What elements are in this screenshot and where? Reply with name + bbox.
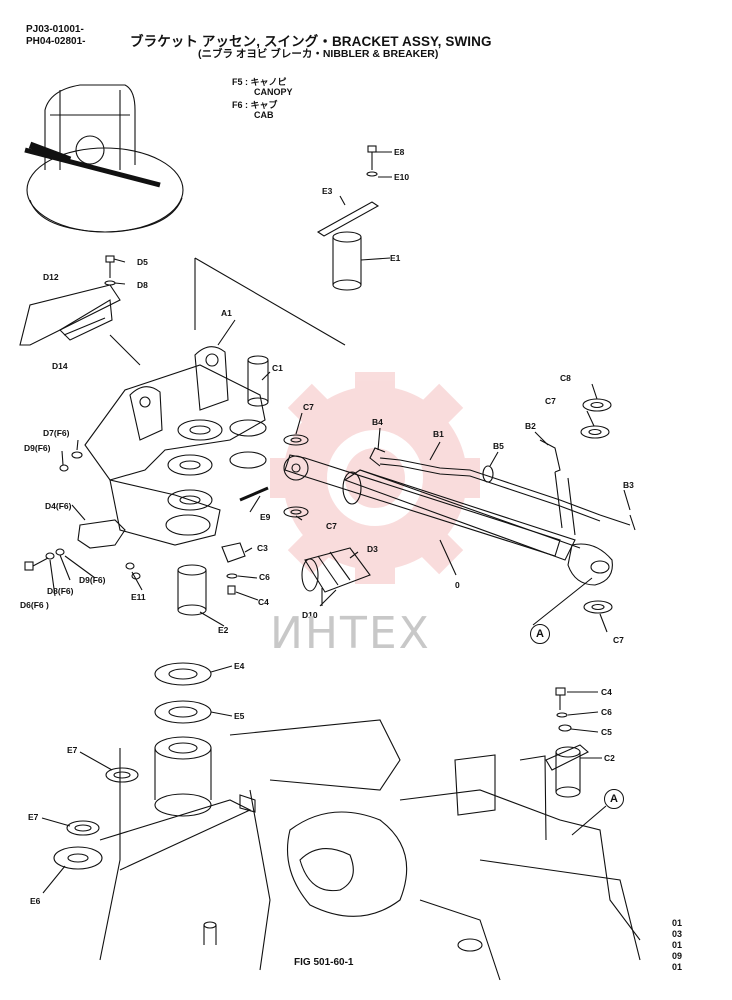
part-label: D12 [43,272,59,282]
part-label: B1 [433,429,444,439]
part-label: B3 [623,480,634,490]
part-label: C7 [303,402,314,412]
part-label: D5 [137,257,148,267]
part-label: E3 [322,186,333,196]
upper-frame [53,662,641,981]
part-label: D8 [137,280,148,290]
part-label: A1 [221,308,232,318]
corner-codes: 01 03 01 09 01 [672,918,682,973]
corner-code: 01 [672,962,683,972]
corner-code: 03 [672,929,683,939]
part-label: E6 [30,896,41,906]
part-label: E10 [394,172,410,182]
legend-key: F5 : [232,77,249,87]
callout-a: A [530,624,550,644]
part-label: E2 [218,625,229,635]
corner-code: 01 [672,918,683,928]
callout-a: A [604,789,624,809]
corner-code: 09 [672,951,683,961]
part-label: C1 [272,363,283,373]
part-label: C3 [257,543,268,553]
legend-en: CANOPY [254,87,293,97]
part-label: E8 [394,147,405,157]
watermark-text: ИНТЕХ [270,608,431,659]
part-label: E7 [67,745,78,755]
part-label: C6 [259,572,270,582]
part-label: E5 [234,711,245,721]
part-label: D4(F6) [45,501,72,511]
swing-bracket [84,346,267,546]
part-label: E11 [131,592,146,602]
part-label: B5 [493,441,504,451]
part-label: D7(F6) [43,428,70,438]
part-label: C7 [545,396,556,406]
legend-en: CAB [254,110,274,120]
part-label: B4 [372,417,383,427]
legend-f6: F6 : キャブ CAB [232,100,278,120]
part-label: E9 [260,512,271,522]
swing-cylinder [283,454,613,586]
part-label: C4 [258,597,269,607]
page-subtitle: (ニブラ オヨビ ブレーカ・NIBBLER & BREAKER) [198,48,439,60]
part-label: C7 [326,521,337,531]
part-label: D3 [367,544,378,554]
part-label: C6 [601,707,612,717]
part-label: E4 [234,661,245,671]
watermark-gear-icon [270,372,480,584]
part-label: C4 [601,687,612,697]
part-label: D14 [52,361,68,371]
part-label: E1 [390,253,401,263]
part-label: D10 [302,610,318,620]
legend-jp: キャブ [250,100,278,110]
part-label: D9(F6) [24,443,51,453]
part-label: C2 [604,753,615,763]
model-code-1: PJ03-01001- [26,24,84,35]
legend-jp: キャノピ [250,77,287,87]
corner-code: 01 [672,940,683,950]
excavator-thumbnail [24,84,184,233]
part-label: D9(F6) [79,575,106,585]
part-label: 0 [455,580,460,590]
part-label: E7 [28,812,39,822]
figure-label: FIG 501-60-1 [294,957,354,968]
legend-f5: F5 : キャノピ CANOPY [232,77,293,97]
part-label: D6(F6 ) [20,600,49,610]
legend-key: F6 : [232,100,249,110]
page-title: ブラケット アッセン, スイング・BRACKET ASSY, SWING [130,34,492,49]
part-label: C7 [613,635,624,645]
part-label: B2 [525,421,536,431]
model-code-2: PH04-02801- [26,36,86,47]
part-label: C8 [560,373,571,383]
part-label: D8(F6) [47,586,74,596]
part-label: C5 [601,727,612,737]
